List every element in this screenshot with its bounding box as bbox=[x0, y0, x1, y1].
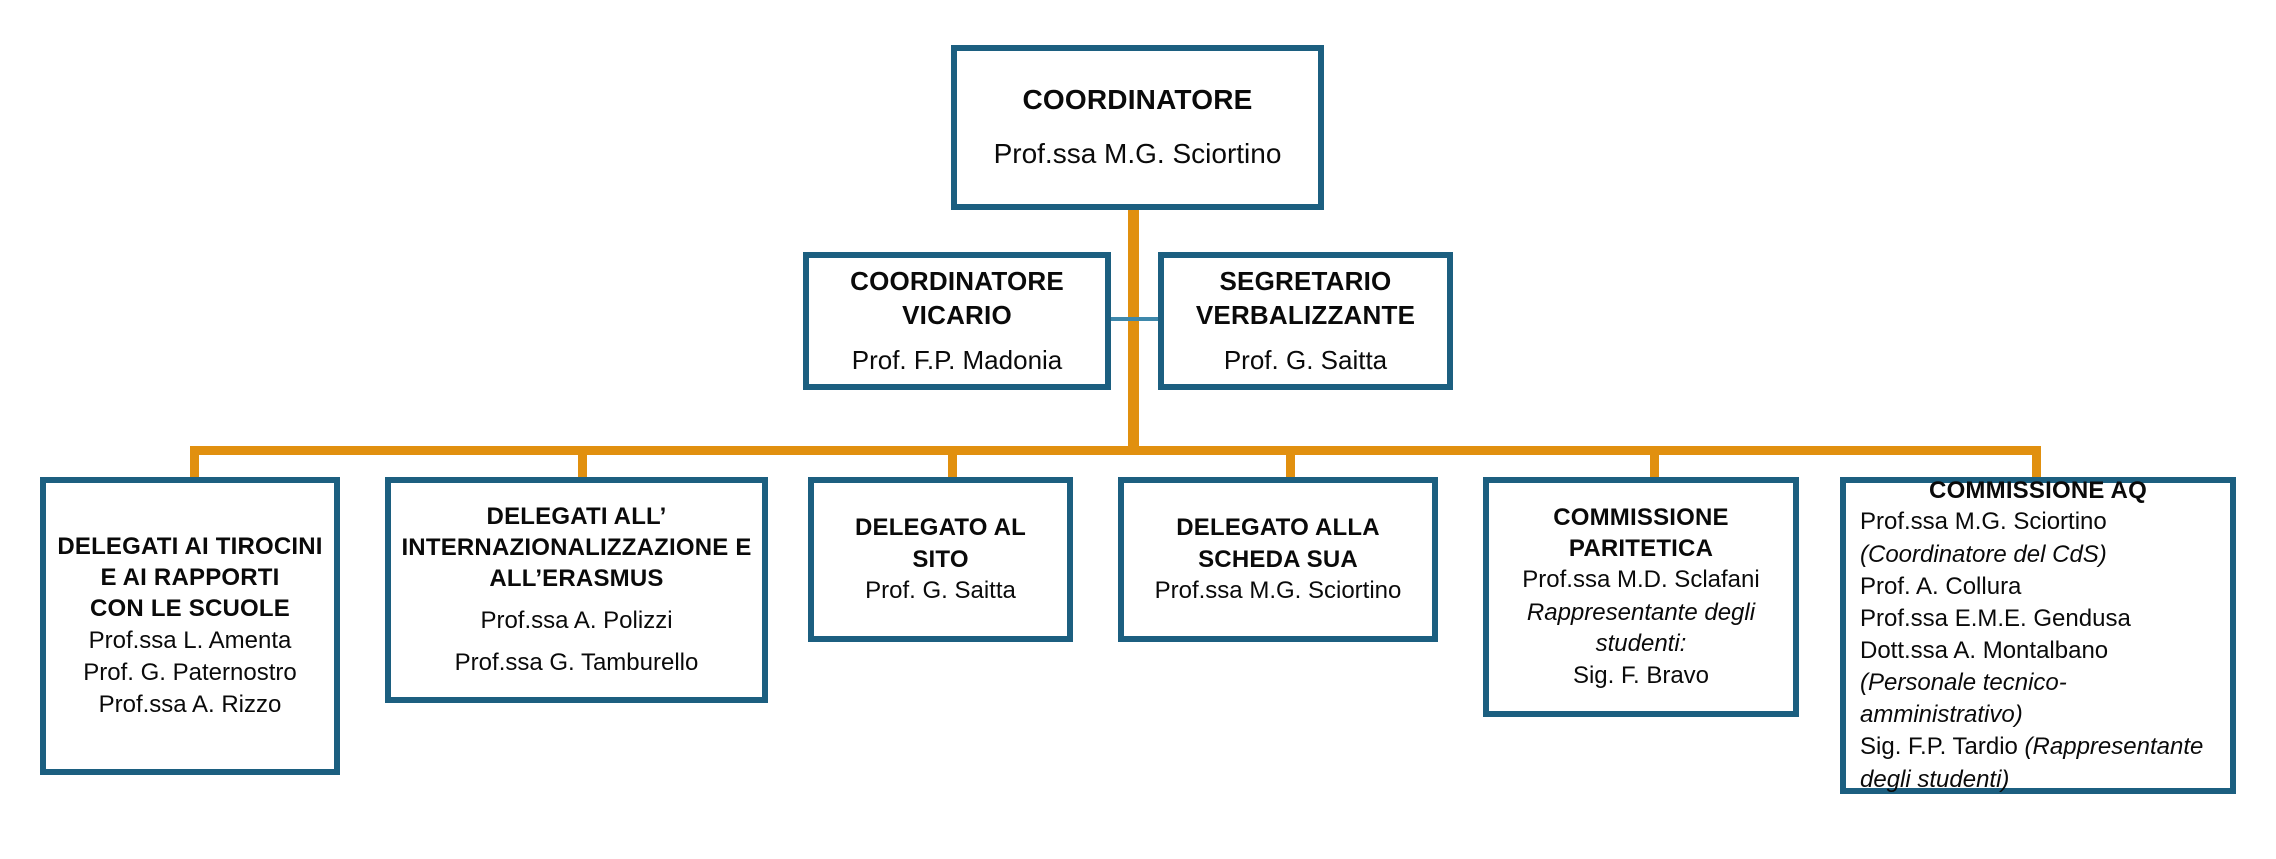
node-coordinatore-vicario-title: COORDINATORE VICARIO bbox=[850, 266, 1064, 330]
node-commissione-paritetica[interactable]: COMMISSIONE PARITETICA Prof.ssa M.D. Scl… bbox=[1483, 477, 1799, 717]
node-delegati-internazionalizzazione-title: DELEGATI ALL’ INTERNAZIONALIZZAZIONE E A… bbox=[401, 503, 752, 593]
node-commissione-aq-member-2: Prof.ssa E.M.E. Gendusa bbox=[1860, 603, 2216, 635]
node-coordinatore-title: COORDINATORE bbox=[1022, 83, 1253, 115]
node-commissione-aq-member-3: Dott.ssa A. Montalbano (Personale tecnic… bbox=[1860, 635, 2216, 731]
node-delegati-internazionalizzazione[interactable]: DELEGATI ALL’ INTERNAZIONALIZZAZIONE E A… bbox=[385, 477, 768, 703]
node-commissione-aq-member-3-name: Dott.ssa A. Montalbano bbox=[1860, 637, 2109, 665]
connector-stub-delegato-sito bbox=[948, 446, 957, 478]
node-delegato-scheda-sua-person: Prof.ssa M.G. Sciortino bbox=[1154, 576, 1402, 604]
connector-stub-delegato-scheda-sua bbox=[1286, 446, 1295, 478]
connector-trunk-vertical bbox=[1128, 207, 1139, 455]
node-commissione-aq-member-2-name: Prof.ssa E.M.E. Gendusa bbox=[1860, 604, 2131, 632]
node-delegati-tirocini-person-2: Prof.ssa A. Rizzo bbox=[98, 690, 282, 718]
node-segretario-verbalizzante-title: SEGRETARIO VERBALIZZANTE bbox=[1195, 266, 1416, 330]
node-segretario-verbalizzante[interactable]: SEGRETARIO VERBALIZZANTE Prof. G. Saitta bbox=[1158, 252, 1453, 390]
node-coordinatore[interactable]: COORDINATORE Prof.ssa M.G. Sciortino bbox=[951, 45, 1324, 210]
connector-stub-delegati-tirocini bbox=[190, 446, 199, 478]
node-commissione-aq-member-4: Sig. F.P. Tardio (Rappresentante degli s… bbox=[1860, 731, 2216, 795]
node-delegati-internazionalizzazione-person-1: Prof.ssa G. Tamburello bbox=[454, 648, 699, 676]
connector-stub-commissione-aq bbox=[2032, 446, 2041, 478]
connector-bus-horizontal bbox=[190, 446, 2041, 455]
node-commissione-paritetica-student-rep: Sig. F. Bravo bbox=[1572, 661, 1710, 689]
node-commissione-aq-member-3-note: (Personale tecnico-amministrativo) bbox=[1860, 669, 2067, 729]
connector-stub-delegati-internazionalizzazione bbox=[578, 446, 587, 478]
connector-stub-commissione-paritetica bbox=[1650, 446, 1659, 478]
node-commissione-aq[interactable]: COMMISSIONE AQ Prof.ssa M.G. Sciortino (… bbox=[1840, 477, 2236, 794]
node-commissione-aq-member-1: Prof. A. Collura bbox=[1860, 571, 2216, 603]
node-delegato-sito[interactable]: DELEGATO AL SITO Prof. G. Saitta bbox=[808, 477, 1073, 642]
node-delegato-sito-title: DELEGATO AL SITO bbox=[854, 514, 1027, 573]
node-delegato-scheda-sua[interactable]: DELEGATO ALLA SCHEDA SUA Prof.ssa M.G. S… bbox=[1118, 477, 1438, 642]
node-delegati-tirocini-person-1: Prof. G. Paternostro bbox=[83, 658, 297, 686]
node-commissione-aq-member-4-note: (Rappresentante degli studenti) bbox=[1860, 733, 2204, 793]
node-segretario-verbalizzante-person: Prof. G. Saitta bbox=[1223, 344, 1388, 375]
node-commissione-paritetica-title: COMMISSIONE PARITETICA bbox=[1553, 503, 1729, 563]
node-delegati-tirocini[interactable]: DELEGATI AI TIROCINI E AI RAPPORTI CON L… bbox=[40, 477, 340, 775]
node-delegati-internazionalizzazione-person-0: Prof.ssa A. Polizzi bbox=[480, 606, 673, 634]
node-commissione-aq-member-0-note: (Coordinatore del CdS) bbox=[1860, 540, 2107, 568]
node-delegati-tirocini-title: DELEGATI AI TIROCINI E AI RAPPORTI CON L… bbox=[57, 532, 323, 623]
node-commissione-aq-member-4-name: Sig. F.P. Tardio bbox=[1860, 733, 2018, 761]
node-commissione-aq-member-0: Prof.ssa M.G. Sciortino (Coordinatore de… bbox=[1860, 506, 2216, 570]
node-commissione-aq-member-1-name: Prof. A. Collura bbox=[1860, 572, 2022, 600]
node-delegato-scheda-sua-title: DELEGATO ALLA SCHEDA SUA bbox=[1176, 514, 1380, 573]
node-delegati-tirocini-person-0: Prof.ssa L. Amenta bbox=[88, 626, 292, 654]
node-coordinatore-vicario[interactable]: COORDINATORE VICARIO Prof. F.P. Madonia bbox=[803, 252, 1111, 390]
node-commissione-paritetica-person: Prof.ssa M.D. Sclafani bbox=[1522, 566, 1760, 594]
node-commissione-aq-member-0-name: Prof.ssa M.G. Sciortino bbox=[1860, 508, 2107, 536]
node-coordinatore-vicario-person: Prof. F.P. Madonia bbox=[851, 344, 1063, 375]
node-commissione-aq-title: COMMISSIONE AQ bbox=[1929, 477, 2147, 505]
node-commissione-paritetica-role-label: Rappresentante degli studenti: bbox=[1526, 598, 1756, 658]
connector-vicario-segretario bbox=[1100, 317, 1170, 321]
node-delegato-sito-person: Prof. G. Saitta bbox=[865, 576, 1016, 604]
node-coordinatore-person: Prof.ssa M.G. Sciortino bbox=[993, 138, 1282, 170]
